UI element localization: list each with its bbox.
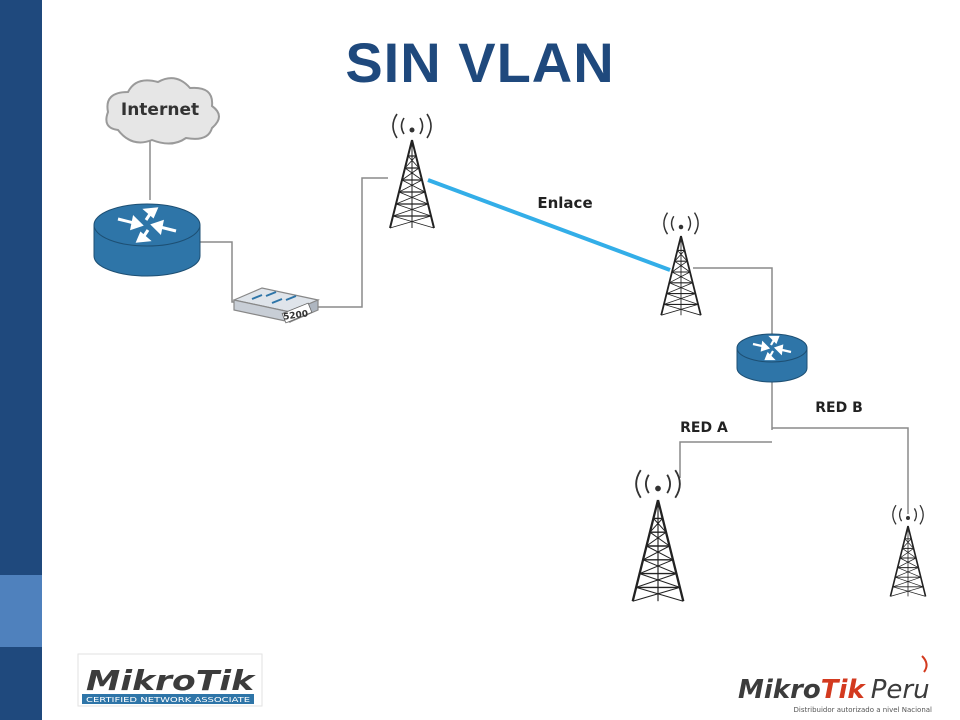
tower-red-a-icon xyxy=(631,468,685,603)
wire-router-switch xyxy=(200,241,238,303)
connection-wires xyxy=(149,135,909,514)
internet-cloud-icon: Internet xyxy=(105,77,220,145)
wire-switch-tower xyxy=(318,177,388,308)
wireless-link-line xyxy=(427,178,671,272)
sidebar-accent-block xyxy=(0,575,42,647)
tower-red-b-icon xyxy=(889,504,927,598)
switch-label: 5200 xyxy=(283,309,309,322)
mikrotik-certified-logo: MikroTik CERTIFIED NETWORK ASSOCIATE xyxy=(77,653,263,707)
link-label: Enlace xyxy=(537,194,592,212)
red-a-label: RED A xyxy=(680,420,728,436)
svg-text:MikroTik: MikroTik xyxy=(86,664,257,697)
slide-title: SIN VLAN xyxy=(345,31,615,94)
switch-5200-icon: 5200 xyxy=(232,287,320,324)
main-router-icon xyxy=(93,203,201,277)
tower-remote-icon xyxy=(660,211,702,317)
tower-main-icon xyxy=(389,113,435,229)
red-b-label: RED B xyxy=(815,400,863,416)
internet-label: Internet xyxy=(121,100,199,120)
wire-red-a xyxy=(679,441,772,478)
wire-tower-router2 xyxy=(693,267,773,338)
svg-text:Distribuidor autorizado a nive: Distribuidor autorizado a nivel Nacional xyxy=(794,706,933,714)
wire-red-b xyxy=(772,427,909,514)
remote-router-icon xyxy=(736,333,808,383)
svg-text:CERTIFIED NETWORK ASSOCIATE: CERTIFIED NETWORK ASSOCIATE xyxy=(86,696,250,704)
